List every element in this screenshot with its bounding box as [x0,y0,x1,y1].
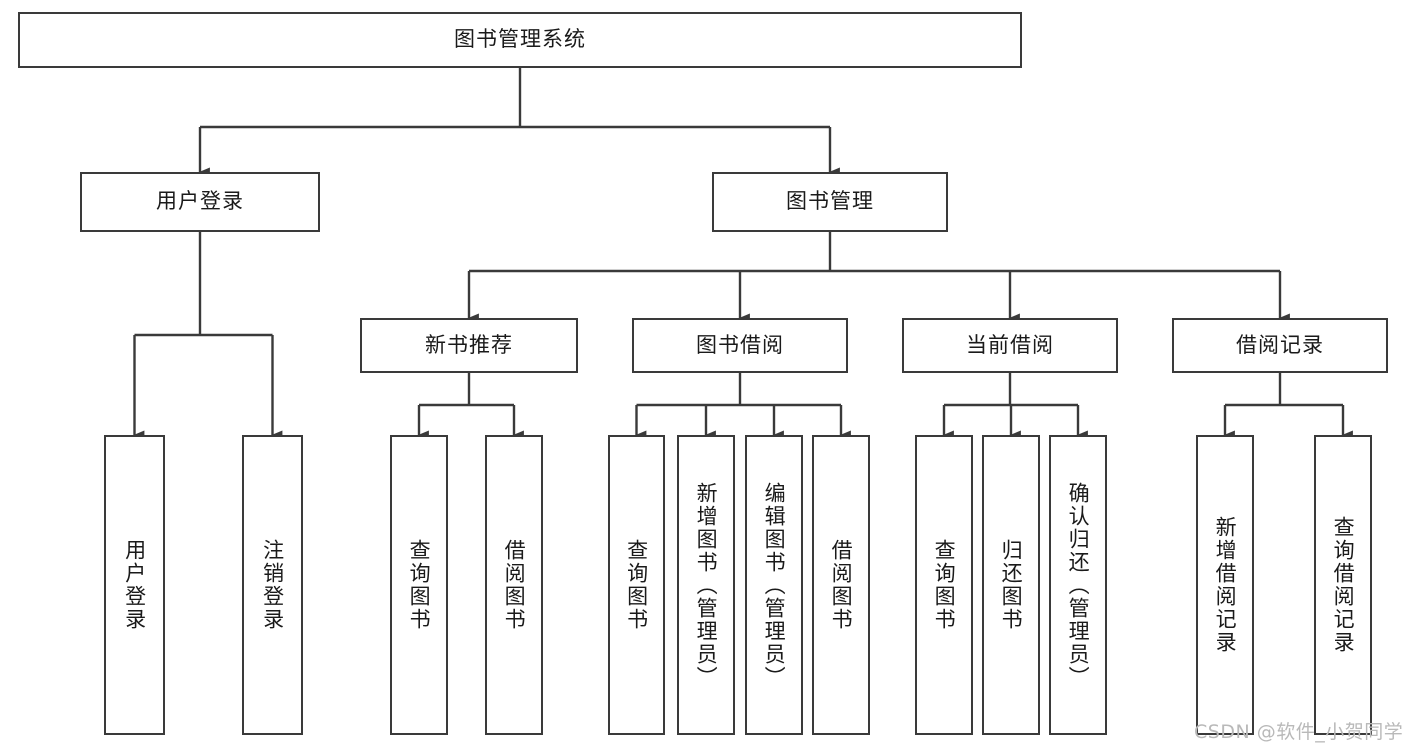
node-borrow-records[interactable]: 借阅记录 [1172,318,1388,373]
node-leaf-add-book[interactable]: 新增图书（管理员） [677,435,735,735]
node-current-borrow[interactable]: 当前借阅 [902,318,1118,373]
node-leaf-confirm-return[interactable]: 确认归还（管理员） [1049,435,1107,735]
node-leaf-query-book-2[interactable]: 查询图书 [608,435,665,735]
node-label: 注销登录 [260,539,285,631]
node-book-borrow[interactable]: 图书借阅 [632,318,848,373]
node-leaf-query-book-1[interactable]: 查询图书 [390,435,448,735]
node-new-book-recommend[interactable]: 新书推荐 [360,318,578,373]
node-label: 用户登录 [122,539,147,631]
node-user-login[interactable]: 用户登录 [80,172,320,232]
node-label: 当前借阅 [966,332,1054,357]
node-book-management[interactable]: 图书管理 [712,172,948,232]
node-label: 查询图书 [932,539,957,631]
node-label: 用户登录 [156,189,244,214]
node-label: 图书借阅 [696,332,784,357]
node-label: 查询借阅记录 [1331,516,1356,654]
node-label: 确认归还（管理员） [1066,481,1091,689]
node-leaf-return-book[interactable]: 归还图书 [982,435,1040,735]
node-label: 查询图书 [407,539,432,631]
node-leaf-query-record[interactable]: 查询借阅记录 [1314,435,1372,735]
node-leaf-query-book-3[interactable]: 查询图书 [915,435,973,735]
node-leaf-user-logout[interactable]: 注销登录 [242,435,303,735]
node-label: 借阅图书 [502,539,527,631]
node-label: 新增借阅记录 [1213,516,1238,654]
node-leaf-borrow-book-1[interactable]: 借阅图书 [485,435,543,735]
node-label: 新增图书（管理员） [694,481,719,689]
node-leaf-edit-book[interactable]: 编辑图书（管理员） [745,435,803,735]
node-leaf-add-record[interactable]: 新增借阅记录 [1196,435,1254,735]
node-label: 图书管理系统 [454,27,586,52]
node-label: 图书管理 [786,189,874,214]
node-label: 借阅记录 [1236,332,1324,357]
node-label: 编辑图书（管理员） [762,481,787,689]
node-label: 借阅图书 [829,539,854,631]
node-label: 新书推荐 [425,332,513,357]
node-leaf-borrow-book-2[interactable]: 借阅图书 [812,435,870,735]
csdn-watermark: CSDN @软件_小贺同学 [1194,721,1404,743]
node-root[interactable]: 图书管理系统 [18,12,1022,68]
node-label: 归还图书 [999,539,1024,631]
node-leaf-user-login[interactable]: 用户登录 [104,435,165,735]
node-label: 查询图书 [624,539,649,631]
